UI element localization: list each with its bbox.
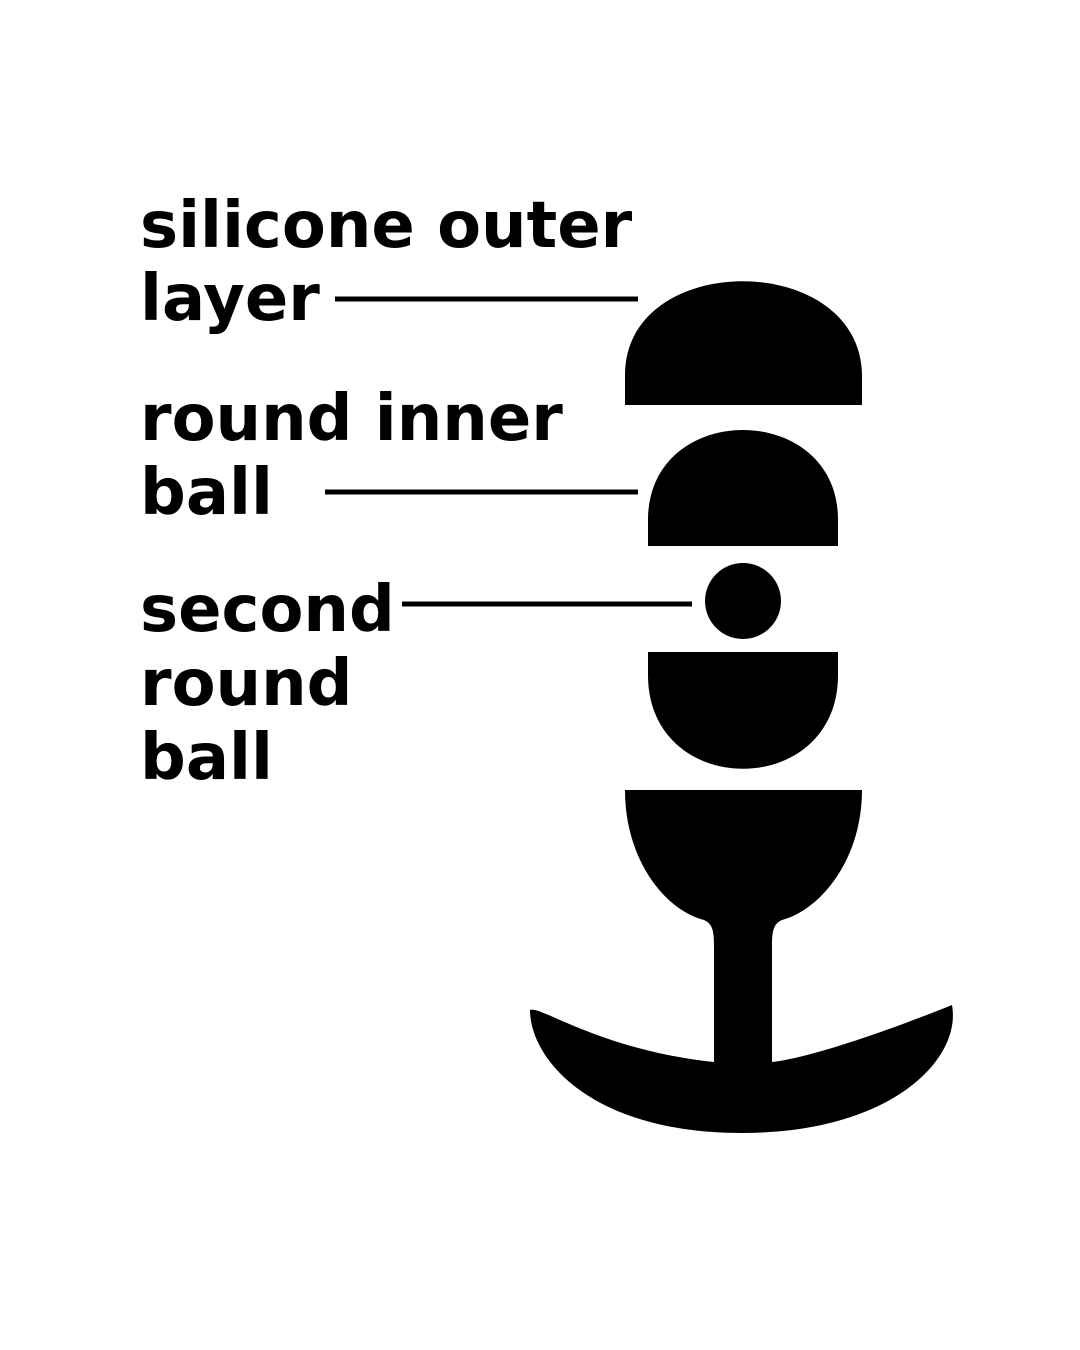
second-round-ball-shape xyxy=(705,563,781,639)
inner-ball-bottom-half xyxy=(648,652,838,769)
label-second-round-ball: second round ball xyxy=(140,573,395,795)
outer-layer-top-dome xyxy=(625,281,862,405)
label-line: round xyxy=(140,647,352,721)
label-line: layer xyxy=(140,262,320,336)
label-line: ball xyxy=(140,456,273,530)
label-line: silicone outer xyxy=(140,189,633,263)
label-line: ball xyxy=(140,721,273,795)
label-line: round inner xyxy=(140,382,563,456)
label-line: second xyxy=(140,573,395,647)
outer-layer-bottom-with-stem-base xyxy=(530,790,953,1133)
inner-ball-top-half xyxy=(648,430,838,546)
label-round-inner-ball: round inner ball xyxy=(140,382,563,530)
label-silicone-outer-layer: silicone outer layer xyxy=(140,189,633,336)
